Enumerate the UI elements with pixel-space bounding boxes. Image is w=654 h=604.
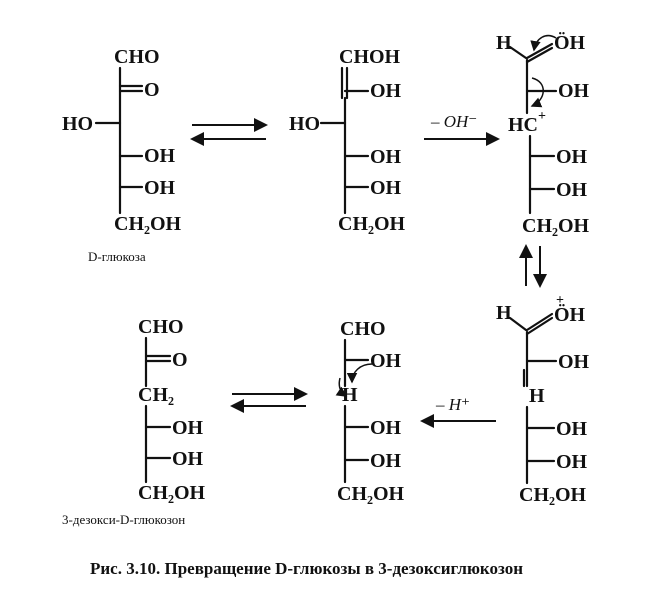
figure-caption: Рис. 3.10. Превращение D-глюкозы в 3-дез… — [90, 559, 523, 578]
glucose-c4-oh: OH — [144, 145, 176, 167]
cation-c4-oh: OH — [556, 146, 588, 168]
cation-hc: HC — [508, 114, 538, 136]
enediol-c6: CH₂OH — [338, 213, 406, 235]
enediol-c2-oh: OH — [370, 80, 402, 102]
glucose-c2-oxo: O — [144, 79, 160, 101]
enol-c4-oh: OH — [370, 417, 402, 439]
deoxyglucosone-name: 3-дезокси-D-глюкозон — [62, 512, 185, 527]
oxonium-c4-oh: OH — [556, 418, 588, 440]
cation-c2-oh: OH — [558, 80, 590, 102]
arrow-minus-h: – H⁺ — [420, 395, 496, 428]
structure-carbocation: H ÖH OH HC + OH OH CH₂OH — [496, 31, 590, 237]
enol-c3-h: H — [342, 384, 358, 406]
structure-oxonium: H ÖH + OH H OH OH CH₂OH — [496, 293, 590, 506]
deoxy-c3-ch2: CH₂ — [138, 384, 174, 406]
oxonium-plus: + — [556, 293, 564, 308]
cation-c5-oh: OH — [556, 179, 588, 201]
cation-plus: + — [538, 109, 546, 124]
enediol-c3-ho: HO — [289, 113, 320, 135]
oxonium-h: H — [496, 302, 512, 324]
structure-glucose: CHO O HO OH OH CH₂OH D-глюкоза — [62, 46, 182, 264]
label-minus-h: – H⁺ — [435, 395, 470, 414]
equilibrium-arrows-5-6 — [230, 387, 308, 413]
enol-c6: CH₂OH — [337, 483, 405, 505]
glucose-c5-oh: OH — [144, 177, 176, 199]
oxonium-c2-oh: OH — [558, 351, 590, 373]
enol-c1: CHO — [340, 318, 386, 340]
enediol-c1: CHOH — [339, 46, 401, 68]
deoxy-c4-oh: OH — [172, 417, 204, 439]
equilibrium-arrows-3-4 — [519, 244, 547, 288]
structure-deoxyglucosone: CHO O CH₂ OH OH CH₂OH 3-дезокси-D-глюкоз… — [62, 316, 206, 527]
oxonium-c3-h: H — [529, 385, 545, 407]
deoxy-c2-oxo: O — [172, 349, 188, 371]
deoxy-c1: CHO — [138, 316, 184, 338]
enediol-c5-oh: OH — [370, 177, 402, 199]
enediol-c4-oh: OH — [370, 146, 402, 168]
cation-c6: CH₂OH — [522, 215, 590, 237]
label-minus-oh: – OH⁻ — [430, 112, 477, 131]
enol-c2-oh: OH — [370, 350, 402, 372]
deoxy-c5-oh: OH — [172, 448, 204, 470]
oxonium-c5-oh: OH — [556, 451, 588, 473]
glucose-c3-ho: HO — [62, 113, 93, 135]
deoxy-c6: CH₂OH — [138, 482, 206, 504]
enol-c5-oh: OH — [370, 450, 402, 472]
structure-enediol: CHOH OH HO OH OH CH₂OH — [289, 46, 406, 235]
structure-enol: CHO OH H OH OH CH₂OH — [335, 318, 405, 505]
cation-h: H — [496, 32, 512, 54]
cation-o-top: ÖH — [554, 31, 586, 54]
glucose-c6: CH₂OH — [114, 213, 182, 235]
oxonium-o-top: ÖH — [554, 303, 586, 326]
oxonium-c6: CH₂OH — [519, 484, 587, 506]
glucose-c1: CHO — [114, 46, 160, 68]
equilibrium-arrows-1-2 — [190, 118, 268, 146]
glucose-name: D-глюкоза — [88, 249, 146, 264]
arrow-minus-oh: – OH⁻ — [424, 112, 500, 146]
